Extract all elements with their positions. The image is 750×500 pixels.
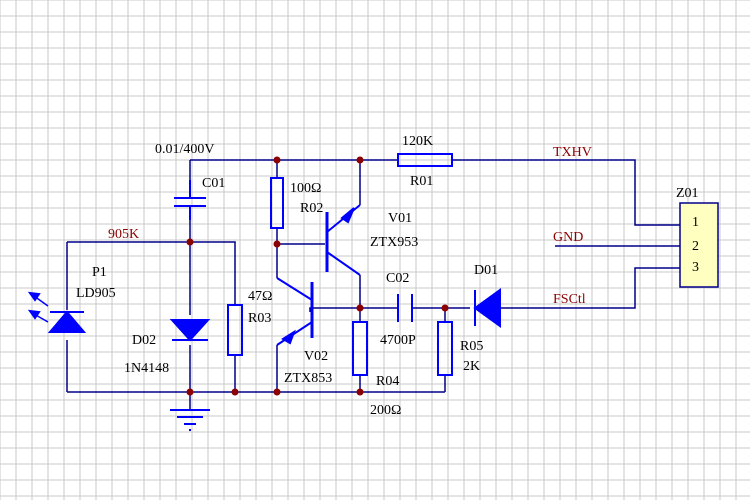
net-label-gnd: GND: [553, 230, 583, 245]
v02-transistor: [276, 277, 314, 346]
net-label-fsctl: FSCtl: [553, 292, 586, 307]
r03-value: 47Ω: [248, 289, 272, 304]
r05-ref: R05: [460, 339, 483, 354]
p1-ref: P1: [92, 265, 107, 280]
r01-value: 120K: [402, 134, 433, 149]
net-label-txhv: TXHV: [553, 145, 592, 160]
connector-pin-2: 2: [692, 239, 699, 254]
d02-ref: D02: [132, 333, 156, 348]
connector-pin-3: 3: [692, 260, 699, 275]
connector-z01: 1 2 3: [679, 202, 719, 288]
connector-pin-1: 1: [692, 215, 699, 230]
c02-ref: C02: [386, 271, 409, 286]
components: [27, 153, 501, 431]
wire-905k-rail: [67, 241, 236, 305]
c01-ref: C01: [202, 176, 225, 191]
v02-part: ZTX853: [284, 371, 332, 386]
c02-capacitor: [397, 294, 413, 322]
junction: [356, 388, 364, 396]
junction: [186, 388, 194, 396]
r01-resistor: [397, 153, 453, 167]
r03-resistor: [227, 304, 243, 356]
r02-value: 100Ω: [290, 181, 321, 196]
v01-part: ZTX953: [370, 235, 418, 250]
junction: [231, 388, 239, 396]
p1-part: LD905: [76, 286, 116, 301]
wire-v02-bus: [276, 244, 446, 392]
junction: [273, 388, 281, 396]
net-labels: TXHV GND FSCtl 905K: [108, 145, 592, 307]
z01-ref: Z01: [676, 186, 699, 201]
v01-transistor: [325, 204, 361, 276]
r02-ref: R02: [300, 201, 323, 216]
d01-diode: [473, 288, 501, 328]
d01-ref: D01: [474, 263, 498, 278]
component-labels: 0.01/400V C01 120K R01 100Ω R02 V01 ZTX9…: [76, 134, 699, 418]
p1-laser-diode: [27, 291, 87, 333]
c01-value: 0.01/400V: [155, 142, 215, 157]
connector-body: [679, 202, 719, 288]
d02-part: 1N4148: [124, 361, 169, 376]
c02-value: 4700P: [380, 333, 416, 348]
ground-symbol: [170, 409, 210, 431]
junction: [273, 156, 281, 164]
junction: [356, 156, 364, 164]
r04-ref: R04: [376, 374, 399, 389]
r04-resistor: [352, 321, 368, 376]
wire-v01-bus: [277, 160, 361, 308]
r04-value: 200Ω: [370, 403, 401, 418]
junction: [273, 240, 281, 248]
junction: [356, 304, 364, 312]
junction: [441, 304, 449, 312]
r03-ref: R03: [248, 311, 271, 326]
junction: [186, 238, 194, 246]
d02-diode: [169, 319, 211, 342]
v01-ref: V01: [388, 211, 412, 226]
c01-capacitor: [174, 180, 206, 220]
r05-resistor: [437, 321, 453, 376]
v02-ref: V02: [304, 349, 328, 364]
r05-value: 2K: [463, 359, 480, 374]
wire-d01: [445, 267, 680, 309]
r01-ref: R01: [410, 174, 433, 189]
r02-resistor: [270, 177, 284, 229]
net-label-905k: 905K: [108, 227, 139, 242]
junctions: [186, 156, 449, 396]
